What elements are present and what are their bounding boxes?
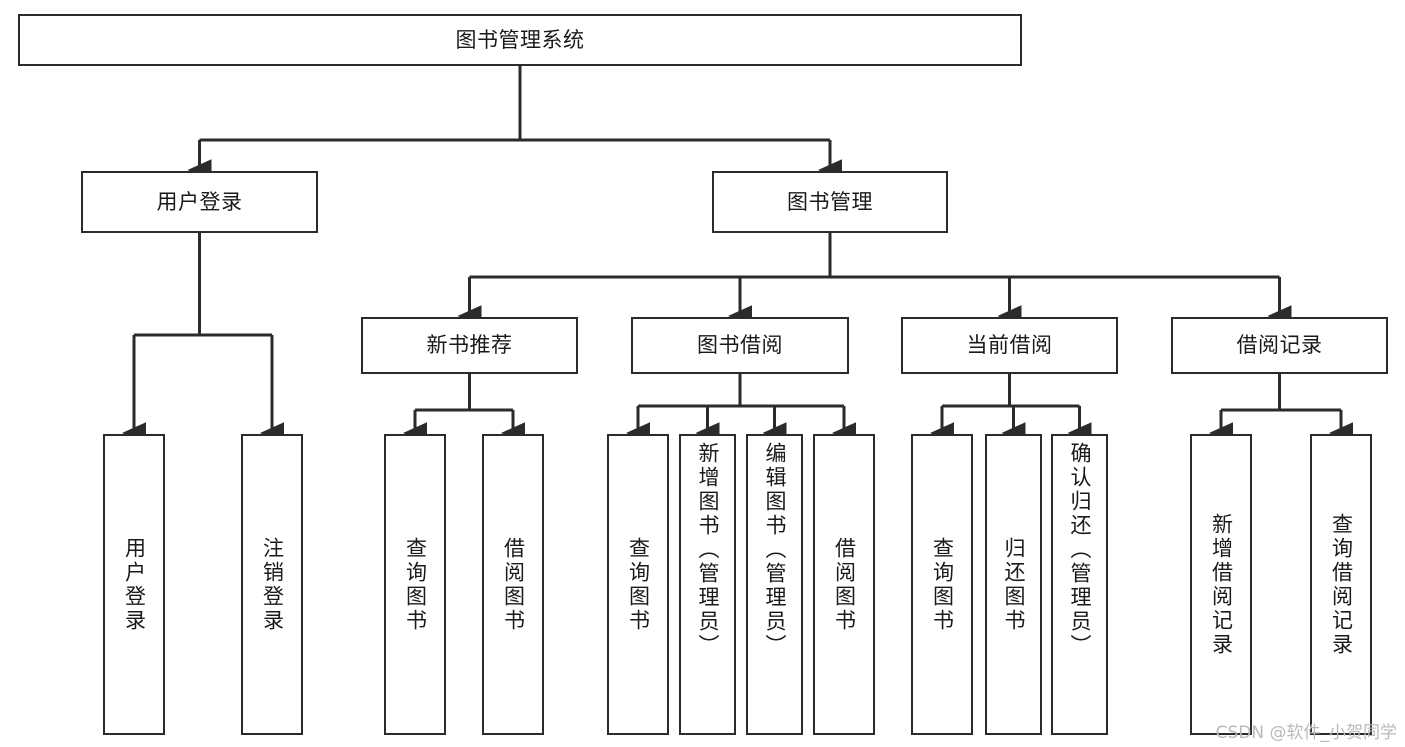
node-label: 借阅记录 (1236, 333, 1323, 358)
node-label: 新增借阅记录 (1209, 512, 1234, 657)
node-label: 注销登录 (260, 536, 285, 633)
node-leaf-borrow-book-rec[interactable]: 借阅图书 (482, 434, 544, 735)
node-label: 查询图书 (626, 536, 651, 633)
node-leaf-query-record[interactable]: 查询借阅记录 (1310, 434, 1372, 735)
node-label: 新书推荐 (426, 333, 513, 358)
node-leaf-logout[interactable]: 注销登录 (241, 434, 303, 735)
node-label: 图书管理 (787, 189, 873, 214)
node-leaf-confirm-return[interactable]: 确认归还（管理员） (1051, 434, 1108, 735)
node-label: 借阅图书 (832, 536, 857, 633)
node-label: 用户登录 (156, 189, 243, 214)
node-root[interactable]: 图书管理系统 (18, 14, 1022, 66)
node-leaf-query-book-cur[interactable]: 查询图书 (911, 434, 973, 735)
node-label: 查询图书 (930, 536, 955, 633)
node-label: 编辑图书（管理员） (763, 442, 787, 658)
node-label: 查询图书 (403, 536, 428, 633)
node-user-login[interactable]: 用户登录 (81, 171, 318, 233)
node-label: 新增图书（管理员） (696, 442, 720, 658)
node-leaf-borrow-book[interactable]: 借阅图书 (813, 434, 875, 735)
node-label: 图书借阅 (697, 333, 783, 358)
node-leaf-query-book-rec[interactable]: 查询图书 (384, 434, 446, 735)
node-current-borrow[interactable]: 当前借阅 (901, 317, 1118, 374)
node-label: 图书管理系统 (455, 27, 585, 52)
node-leaf-add-record[interactable]: 新增借阅记录 (1190, 434, 1252, 735)
node-leaf-add-book[interactable]: 新增图书（管理员） (679, 434, 736, 735)
node-book-manage[interactable]: 图书管理 (712, 171, 948, 233)
node-label: 查询借阅记录 (1329, 512, 1354, 657)
node-leaf-edit-book[interactable]: 编辑图书（管理员） (746, 434, 803, 735)
node-label: 归还图书 (1002, 536, 1026, 633)
node-borrow-record[interactable]: 借阅记录 (1171, 317, 1388, 374)
node-label: 借阅图书 (501, 536, 526, 633)
node-leaf-query-book[interactable]: 查询图书 (607, 434, 669, 735)
node-leaf-user-login[interactable]: 用户登录 (103, 434, 165, 735)
node-label: 确认归还（管理员） (1068, 442, 1092, 658)
node-label: 当前借阅 (966, 333, 1053, 358)
node-new-book-rec[interactable]: 新书推荐 (361, 317, 578, 374)
node-book-borrow[interactable]: 图书借阅 (631, 317, 849, 374)
node-leaf-return-book[interactable]: 归还图书 (985, 434, 1042, 735)
node-label: 用户登录 (122, 536, 147, 633)
